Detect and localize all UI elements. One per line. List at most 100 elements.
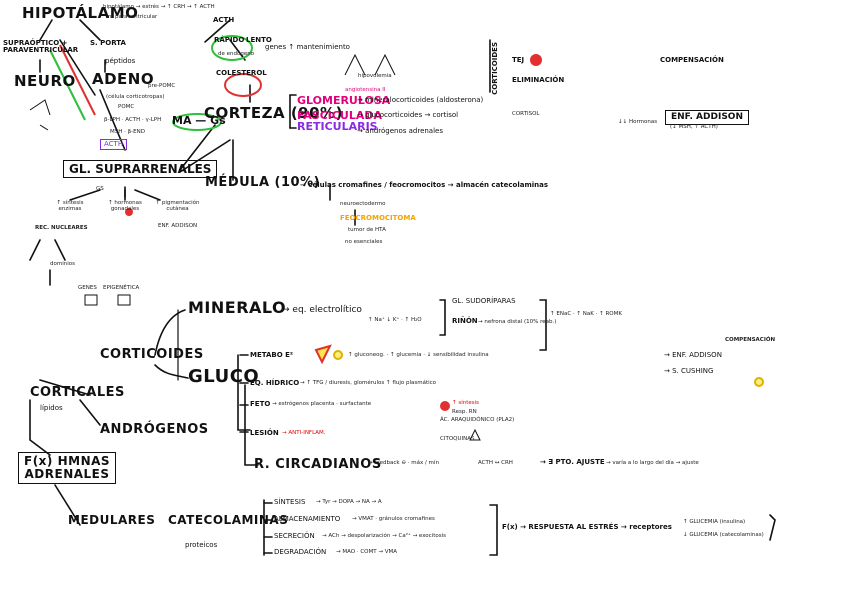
zone-reticularis: RETICULARIS	[297, 120, 378, 133]
label-adrenales: ADRENALES	[24, 467, 110, 482]
label-glucemia-2: ↓ GLUCEMIA (catecolaminas)	[683, 532, 764, 538]
label-ma-gs: MA — Gs	[172, 114, 226, 127]
node-catecolaminas: CATECOLAMINAS	[168, 513, 289, 527]
node-medulares: MEDULARES	[68, 513, 156, 527]
label-acth-top: ACTH	[213, 16, 235, 24]
label-degrad-det: → MAO · COMT → VMA	[336, 549, 397, 555]
label-almacenamiento: ALMACENAMIENTO	[274, 515, 341, 523]
label-eq-hidrico: EQ. HÍDRICO	[250, 379, 300, 387]
node-medula: MÉDULA (10%)	[205, 175, 321, 190]
label-metabo-det: ↑ gluconeog. · ↑ glucemia · ↓ sensibilid…	[348, 352, 489, 358]
label-tej: TEJ	[512, 56, 525, 64]
node-neuro: NEURO	[14, 72, 76, 90]
label-lesion: LESIÓN	[250, 429, 279, 437]
label-compensacion-b: COMPENSACIÓN	[725, 337, 776, 343]
node-gl-suprarrenales: GL. SUPRARRENALES	[63, 160, 218, 178]
label-corticotropas: (célula corticotropas)	[106, 94, 165, 100]
label-anti-inflam: → ANTI-INFLAM.	[282, 430, 326, 437]
node-adeno: ADENO	[92, 70, 155, 88]
label-cortisol-sm: CORTISOL	[512, 111, 540, 117]
label-msh: MSH · β-END	[110, 129, 145, 135]
node-supraoptico: SUPRAÓPTICO + PARAVENTRICULAR	[3, 39, 79, 54]
label-glucemia-1: ↑ GLUCEMIA (insulina)	[683, 519, 746, 525]
label-pre-pomc: pre-POMC	[148, 83, 176, 89]
node-gluco: GLUCO	[188, 366, 260, 387]
label-eq-electrolitico: → eq. electrolítico	[282, 305, 362, 315]
label-epigenetica: EPIGENÉTICA	[103, 285, 140, 291]
node-fx-hmnas-adrenales: F(x) HMNAS ADRENALES	[18, 452, 117, 485]
label-rinon: RIÑÓN	[452, 317, 478, 325]
label-ac-araquidonico: ÁC. ARAQUIDÓNICO (PLA2)	[440, 417, 515, 423]
note-hipotalamo-2: n. paraventricular	[108, 14, 158, 20]
label-rec-nucleares: REC. NUCLEARES	[35, 225, 88, 231]
product-mineralo: → mineralocorticoides (aldosterona)	[357, 96, 484, 104]
label-compensacion: COMPENSACIÓN	[660, 56, 724, 64]
label-nefrona: → nefrona distal (10% reab.)	[478, 319, 557, 325]
zone-glomerulosa: GLOMERULOSA	[297, 94, 391, 107]
label-addison-sub: (↓ MSH, ↑ ACTH)	[670, 124, 718, 130]
label-gs: GS	[96, 186, 104, 192]
node-corteza: CORTEZA (90%)	[204, 104, 343, 122]
label-gl-sudoriparas: GL. SUDORÍPARAS	[452, 297, 516, 305]
effect-sintesis-enzimas: ↑ síntesis enzimas	[56, 200, 84, 212]
label-varia: → varía a lo largo del día → ajuste	[606, 460, 699, 466]
label-tumor: tumor de HTA	[348, 227, 386, 233]
label-sintesis: SÍNTESIS	[274, 498, 306, 506]
label-hipovolemia: hipovolemia	[358, 73, 392, 79]
label-sintesis-resp: ↑ síntesis	[452, 400, 480, 406]
node-mineralo: MINERALO	[188, 298, 287, 317]
label-genes-sm: GENES	[78, 285, 97, 291]
box-enf-addison: ENF. ADDISON	[665, 110, 749, 125]
label-colesterol: COLESTEROL	[216, 69, 267, 77]
label-citoquinas: CITOQUINAS	[440, 436, 475, 442]
label-degradacion: DEGRADACIÓN	[274, 548, 327, 556]
box-acth: ACTH	[100, 139, 128, 150]
label-endogeno: de endógeno	[218, 51, 255, 57]
label-metabo: METABO E²	[250, 351, 293, 359]
label-hidrico-det: → ↑ TFG / diuresis, glomérulos ↑ flujo p…	[300, 380, 437, 386]
label-lento: LENTO	[246, 36, 272, 44]
label-corticoides-top: CORTICOIDES	[491, 42, 499, 95]
label-s-cushing: → S. CUSHING	[664, 367, 714, 375]
node-corticoides: CORTICOIDES	[100, 347, 204, 362]
label-anti-inflam-text: → ANTI-INFLAM.	[282, 430, 326, 436]
label-pomc: POMC	[118, 104, 135, 110]
node-corticales: CORTICALES	[30, 385, 125, 400]
node-s-porta: S. PORTA	[90, 39, 126, 47]
label-almac-det: → VMAT · gránulos cromafines	[352, 516, 435, 522]
label-pto-ajuste: → ∃ PTO. AJUSTE	[540, 458, 605, 466]
label-dominios: dominios	[50, 261, 75, 267]
label-fx-respuesta: F(x) → RESPUESTA AL ESTRÉS → receptores	[502, 523, 672, 531]
label-no-esenciales: no esenciales	[345, 239, 383, 245]
label-rapido: RÁPIDO	[214, 36, 245, 44]
node-r-circadianos: R. CIRCADIANOS	[254, 457, 382, 472]
label-resp-rn: Resp. RN	[452, 409, 477, 415]
label-neuroectodermo: neuroectodermo	[340, 201, 386, 207]
label-sintesis-det: → Tyr → DOPA → NA → A	[316, 499, 382, 505]
node-androgenos: ANDRÓGENOS	[100, 422, 209, 437]
label-feocromocitoma: FEOCROMOCITOMA	[340, 214, 416, 222]
node-hipotalamo: HIPOTÁLAMO	[22, 4, 139, 22]
label-acth-crh: ACTH ↔ CRH	[478, 460, 513, 466]
label-peptidos: péptidos	[105, 57, 136, 65]
zone-fasciculada: FASCICULADA	[297, 109, 383, 122]
label-feto-det: → estrógenos placenta · surfactante	[272, 401, 372, 407]
label-enf-addison-sm: ENF. ADDISON	[158, 223, 198, 229]
label-angiotensina: angiotensina II	[345, 87, 386, 93]
label-enac: ↑ ENaC · ↑ NaK · ↑ ROMK	[550, 311, 622, 317]
label-na-k: ↑ Na⁺ ↓ K⁺ · ↑ H₂O	[368, 317, 422, 323]
label-fx-hmnas: F(x) HMNAS	[24, 454, 111, 468]
effect-hormonas-gonadas: ↑ hormonas gonadales	[108, 200, 142, 212]
product-gluco: → glucocorticoides → cortisol	[357, 111, 459, 119]
label-eliminacion: ELIMINACIÓN	[512, 76, 565, 84]
label-hormonas: ↓↓ Hormonas	[618, 119, 658, 125]
label-secrec-det: → ACh → despolarización → Ca²⁺ → exocito…	[322, 533, 446, 539]
label-pomc-products: β-LPH · ACTH · γ-LPH	[104, 117, 162, 123]
label-feto: FETO	[250, 400, 271, 408]
label-genes: genes ↑ mantenimiento	[265, 43, 350, 51]
label-enf-addison-b: → ENF. ADDISON	[664, 351, 722, 359]
label-circ-det: → feedback ⊖ · máx / mín	[368, 460, 439, 466]
label-proteicos: proteicos	[185, 541, 218, 549]
effect-pigmentacion: ↑ pigmentación cutánea	[155, 200, 200, 212]
